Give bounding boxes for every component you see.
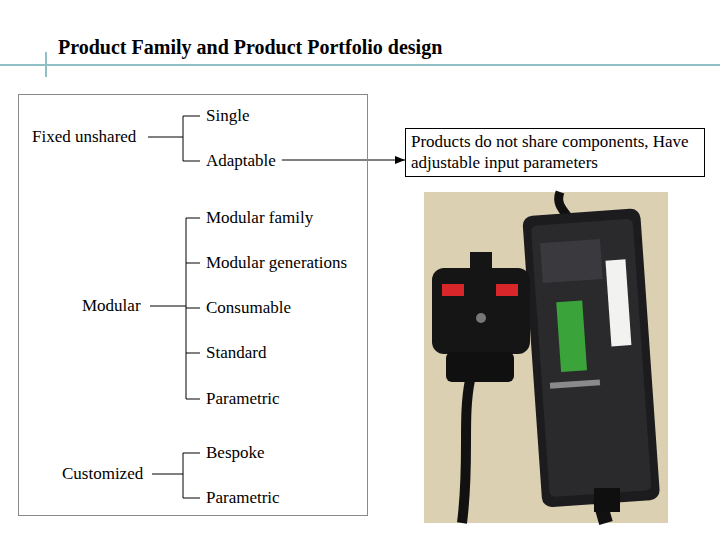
bracket-line (148, 137, 183, 138)
plug-pin (442, 284, 464, 296)
printed-mark (550, 379, 600, 388)
bracket-line (186, 308, 200, 309)
category-label: Standard (206, 343, 266, 363)
bracket-line (183, 116, 184, 161)
category-label: Modular generations (206, 253, 347, 273)
bracket-line (152, 474, 183, 475)
callout-text: Products do not share components, Have a… (411, 131, 699, 173)
bracket-line (150, 306, 186, 307)
leader-line (282, 160, 368, 161)
bracket-line (183, 498, 200, 499)
category-label: Modular (82, 296, 141, 316)
bracket-line (183, 116, 200, 117)
bracket-line (186, 399, 200, 400)
category-label: Consumable (206, 298, 291, 318)
printed-block (540, 239, 603, 283)
cable-connector (594, 488, 620, 512)
arrow-connector (368, 160, 405, 161)
header-rule (0, 64, 720, 66)
category-label: Bespoke (206, 443, 265, 463)
bracket-line (183, 453, 184, 498)
green-label (556, 300, 587, 372)
category-label: Parametric (206, 389, 280, 409)
taxonomy-panel: Fixed unshared SingleAdaptableModular Modu… (18, 94, 368, 516)
photo-background (424, 192, 668, 523)
slide-title: Product Family and Product Portfolio des… (58, 35, 442, 59)
category-label: Single (206, 106, 249, 126)
plug-socket (446, 352, 514, 382)
bracket-line (186, 263, 200, 264)
bracket-line (183, 453, 200, 454)
bracket-line (186, 218, 200, 219)
plug-pin (496, 284, 518, 296)
white-sticker (605, 259, 631, 346)
category-label: Parametric (206, 488, 280, 508)
bracket-line (183, 161, 200, 162)
adapter-brick (522, 208, 660, 508)
plug-pin (470, 252, 492, 282)
plug-screw (476, 313, 486, 323)
callout-box: Products do not share components, Have a… (405, 128, 705, 177)
brick-body (522, 208, 660, 508)
category-label: Fixed unshared (32, 127, 136, 147)
cable (462, 380, 470, 523)
category-label: Adaptable (206, 151, 276, 171)
uk-plug (432, 252, 530, 382)
header-tick (45, 52, 47, 77)
category-label: Customized (62, 464, 143, 484)
tree-brackets (148, 116, 200, 498)
brick-face (531, 219, 652, 497)
adapter-photo (424, 192, 668, 523)
category-label: Modular family (206, 208, 313, 228)
bracket-line (186, 353, 200, 354)
